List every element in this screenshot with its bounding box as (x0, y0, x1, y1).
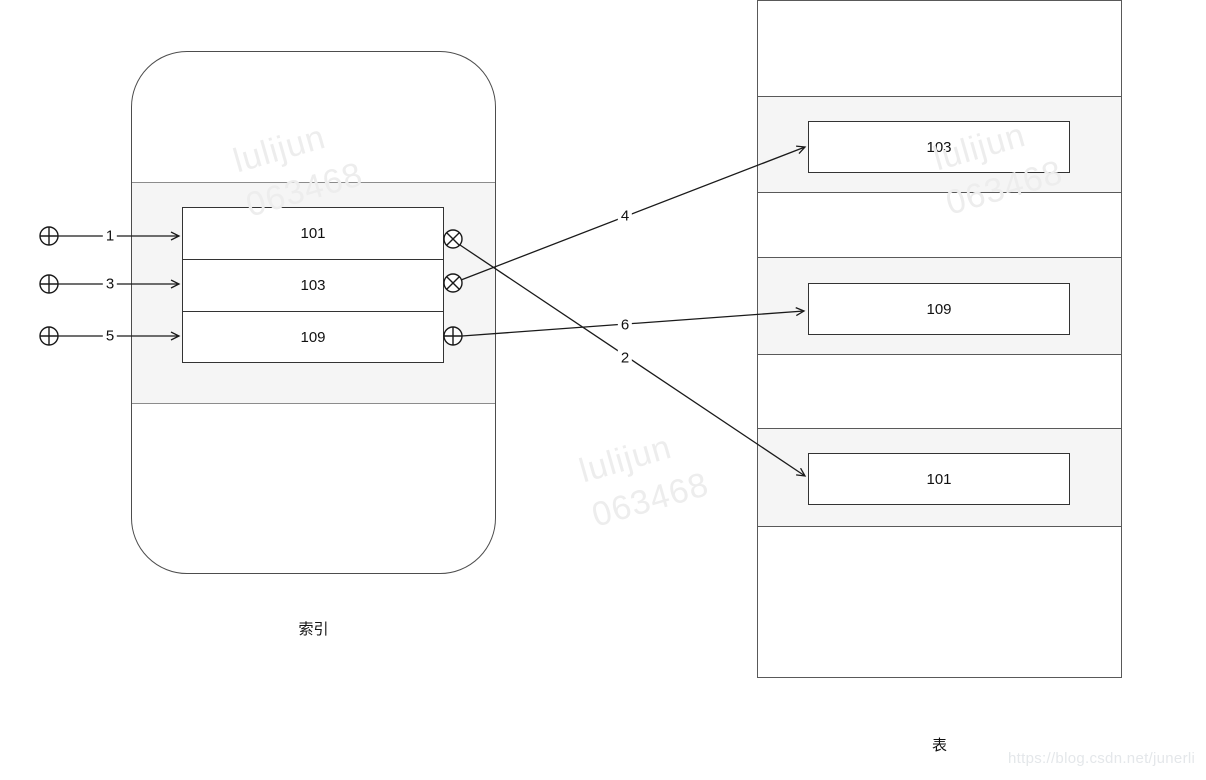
circle-plus-icon (39, 226, 59, 246)
index-row-value: 103 (300, 277, 326, 294)
watermark-line2: 063468 (587, 465, 714, 535)
index-caption: 索引 (298, 621, 329, 638)
table-cell-101: 101 (808, 453, 1070, 505)
watermark-line1: lulijun (575, 427, 676, 491)
link-arrow-2 (459, 244, 805, 476)
link-number-4: 4 (617, 207, 633, 225)
index-row-103: 103 (183, 259, 443, 311)
index-row-value: 109 (300, 329, 326, 346)
link-number-6: 6 (617, 316, 633, 334)
index-row-109: 109 (183, 311, 443, 363)
table-cell-109: 109 (808, 283, 1070, 335)
watermark-blog-url: https://blog.csdn.net/junerli (1008, 750, 1196, 767)
table-row-empty-2 (758, 192, 1121, 257)
table-row-empty-1 (758, 1, 1121, 96)
entry-number-5: 5 (102, 327, 118, 345)
table-row-empty-4 (758, 526, 1121, 677)
table-caption: 表 (931, 737, 947, 754)
table-cell-value: 109 (926, 300, 952, 318)
entry-number-1: 1 (102, 227, 118, 245)
link-arrow-4 (460, 147, 805, 281)
table-row-band-1: 103 (758, 96, 1121, 192)
index-row-value: 101 (300, 225, 326, 242)
entry-number-3: 3 (102, 275, 118, 293)
table-cell-103: 103 (808, 121, 1070, 173)
table-cell-value: 101 (926, 470, 952, 488)
index-box: 101 103 109 (182, 207, 444, 363)
index-row-101: 101 (183, 208, 443, 259)
circle-plus-icon (39, 274, 59, 294)
link-number-2: 2 (617, 349, 633, 367)
table-cell-value: 103 (926, 138, 952, 156)
table-container: 103 109 101 (757, 0, 1122, 678)
link-arrow-6 (461, 311, 804, 337)
circle-plus-icon (39, 326, 59, 346)
table-row-band-3: 101 (758, 428, 1121, 526)
table-row-empty-3 (758, 354, 1121, 428)
table-row-band-2: 109 (758, 257, 1121, 354)
